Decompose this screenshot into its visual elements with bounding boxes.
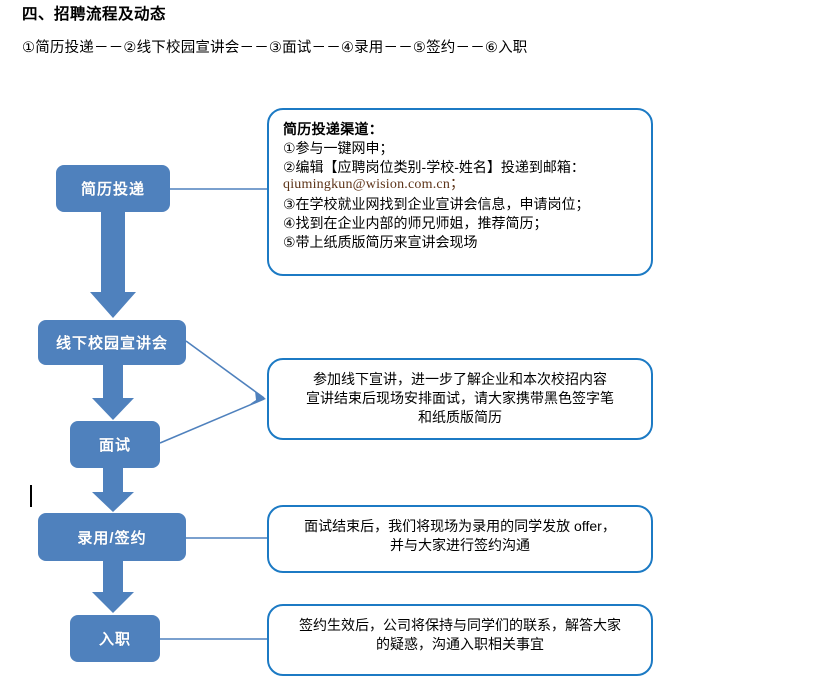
process-summary-line: ①简历投递－－②线下校园宣讲会－－③面试－－④录用－－⑤签约－－⑥入职: [22, 40, 528, 56]
callout-line: 面试结束后，我们将现场为录用的同学发放 offer，: [304, 518, 616, 534]
callout-line: ④找到在企业内部的师兄师姐，推荐简历；: [283, 214, 548, 231]
flow-box-resume-submission[interactable]: 简历投递: [56, 165, 170, 212]
callout-line: ⑤带上纸质版简历来宣讲会现场: [283, 233, 478, 250]
callout-line: 的疑惑，沟通入职相关事宜: [376, 635, 544, 652]
arrow-offer-to-onboarding: [92, 561, 134, 613]
callout-offer-detail: 面试结束后，我们将现场为录用的同学发放 offer， 并与大家进行签约沟通: [267, 505, 653, 573]
arrow-interview-to-offer: [92, 468, 134, 512]
flow-box-label: 线下校园宣讲会: [55, 335, 168, 352]
callout-line: ③在学校就业网找到企业宣讲会信息，申请岗位；: [283, 196, 590, 212]
callout-title: 简历投递渠道：: [283, 121, 384, 137]
flow-box-onboarding[interactable]: 入职: [70, 615, 160, 662]
flow-box-offer-signing[interactable]: 录用/签约: [38, 513, 186, 561]
flow-box-label: 面试: [98, 437, 131, 454]
text-cursor-caret: [30, 485, 32, 507]
callout-campus-talk-detail: 参加线下宣讲，进一步了解企业和本次校招内容 宣讲结束后现场安排面试，请大家携带黑…: [267, 358, 653, 440]
flow-box-interview[interactable]: 面试: [70, 421, 160, 468]
arrow-campustalk-to-interview: [92, 365, 134, 420]
arrow-resume-to-campustalk: [90, 212, 136, 318]
callout-line: 和纸质版简历: [418, 408, 502, 425]
callout-line: 宣讲结束后现场安排面试，请大家携带黑色签字笔: [306, 389, 614, 406]
callout-line: 参加线下宣讲，进一步了解企业和本次校招内容: [313, 371, 607, 387]
flow-box-label: 简历投递: [80, 181, 145, 198]
leader-interview-to-callout: [159, 398, 265, 444]
callout-line: ②编辑【应聘岗位类别-学校-姓名】投递到邮箱：: [283, 158, 585, 175]
flow-box-offline-campus-talk[interactable]: 线下校园宣讲会: [38, 320, 186, 365]
flow-box-label: 入职: [98, 631, 131, 648]
callout-email-line: qiumingkun@wision.com.cn；: [283, 177, 465, 193]
callout-line: ①参与一键网申；: [283, 139, 394, 156]
callout-onboarding-detail: 签约生效后，公司将保持与同学们的联系，解答大家 的疑惑，沟通入职相关事宜: [267, 604, 653, 676]
leader-campustalk-to-callout: [185, 340, 265, 399]
leader-campustalk-arrowhead: [250, 391, 266, 404]
flow-box-label: 录用/签约: [77, 529, 147, 547]
page-title: 四、招聘流程及动态: [22, 6, 167, 23]
callout-line: 并与大家进行签约沟通: [390, 536, 530, 553]
callout-resume-channels: 简历投递渠道： ①参与一键网申； ②编辑【应聘岗位类别-学校-姓名】投递到邮箱：…: [267, 108, 653, 276]
callout-line: 签约生效后，公司将保持与同学们的联系，解答大家: [299, 617, 621, 633]
